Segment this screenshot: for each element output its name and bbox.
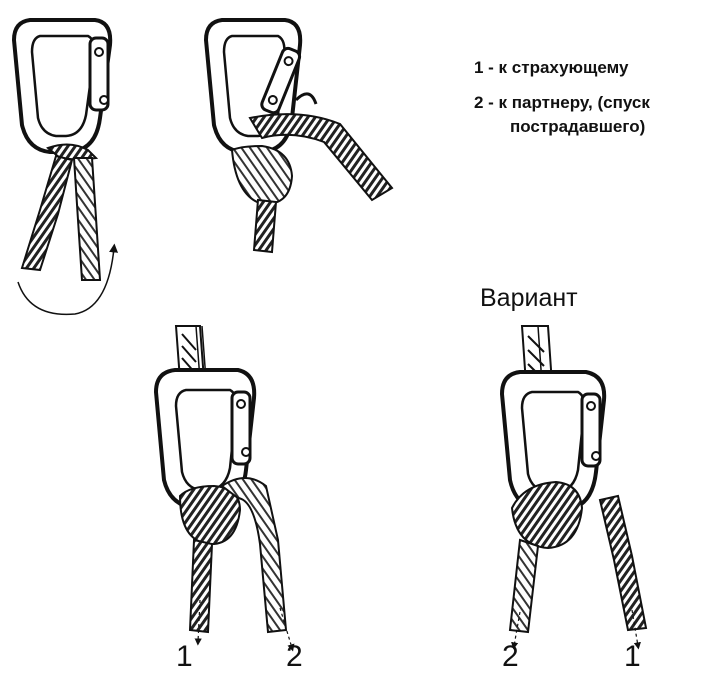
figure-bottom-right — [502, 326, 646, 646]
arrow-icon — [514, 610, 638, 646]
figure-bottom-left — [156, 326, 292, 648]
variant-label: Вариант — [480, 284, 578, 313]
legend-item-1: 1 - к страхующему — [474, 58, 628, 78]
rope-icon — [180, 478, 286, 632]
figure-top-middle — [206, 20, 392, 252]
rope-icon — [22, 144, 100, 280]
legend-item-2-line-2: пострадавшего) — [510, 117, 645, 137]
carabiner-icon — [14, 20, 110, 152]
figure-top-left — [14, 20, 114, 314]
rope-icon — [510, 482, 646, 632]
legend-item-2-line-1: 2 - к партнеру, (спуск — [474, 93, 650, 113]
